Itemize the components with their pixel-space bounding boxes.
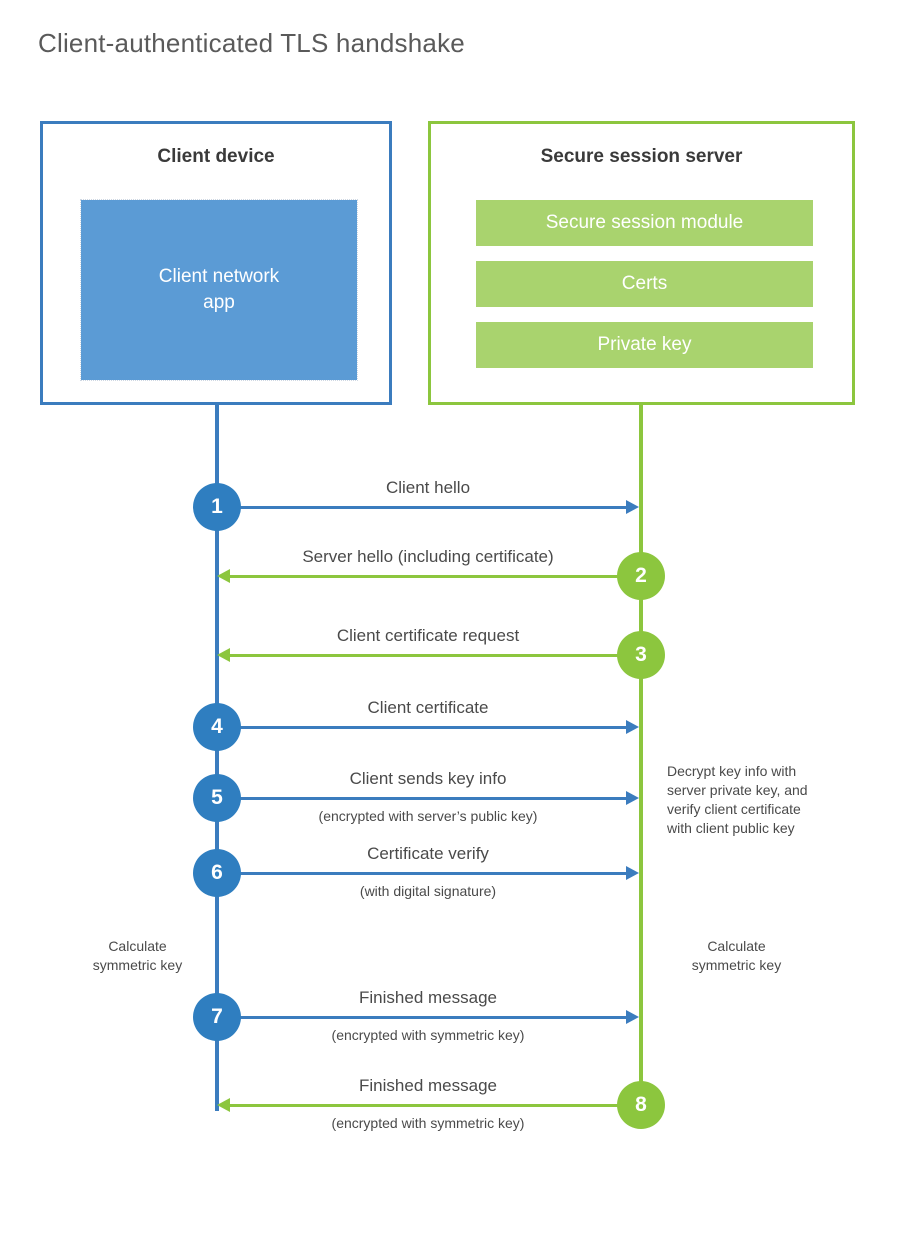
server-note-line-4: with client public key bbox=[667, 819, 795, 836]
server-note-line-2: server private key, and bbox=[667, 781, 808, 798]
page-title: Client-authenticated TLS handshake bbox=[38, 28, 465, 58]
calc-client-line-1: Calculate bbox=[108, 938, 167, 954]
step-label-3: Client certificate request bbox=[336, 626, 520, 645]
step-sublabel-6: (with digital signature) bbox=[359, 883, 497, 899]
secure-session-server-box: Secure session server Secure session mod… bbox=[428, 121, 855, 405]
step-badge-6[interactable]: 6 bbox=[193, 849, 241, 897]
arrow-shaft-step-8 bbox=[230, 1104, 641, 1107]
step-sublabel-7: (encrypted with symmetric key) bbox=[331, 1027, 525, 1043]
arrow-shaft-step-6 bbox=[217, 872, 626, 875]
server-note-line-3: verify client certificate bbox=[667, 800, 801, 817]
arrow-head-step-1 bbox=[626, 500, 639, 514]
step-badge-8[interactable]: 8 bbox=[617, 1081, 665, 1129]
server-component-certs: Certs bbox=[476, 261, 813, 307]
server-calculate-symmetric-key-note: Calculate symmetric key bbox=[669, 937, 804, 975]
step-badge-3[interactable]: 3 bbox=[617, 631, 665, 679]
client-device-box: Client device Client network app bbox=[40, 121, 392, 405]
arrow-shaft-step-3 bbox=[230, 654, 641, 657]
step-label-4: Client certificate bbox=[367, 698, 489, 717]
client-lifeline bbox=[215, 405, 219, 1111]
client-network-app-block: Client network app bbox=[80, 199, 358, 381]
step-badge-7[interactable]: 7 bbox=[193, 993, 241, 1041]
calc-client-line-2: symmetric key bbox=[92, 956, 183, 973]
server-components-list: Secure session module Certs Private key bbox=[476, 200, 813, 368]
arrow-shaft-step-7 bbox=[217, 1016, 626, 1019]
arrow-head-step-3 bbox=[217, 648, 230, 662]
arrow-shaft-step-4 bbox=[217, 726, 626, 729]
arrow-head-step-2 bbox=[217, 569, 230, 583]
step-label-5: Client sends key info bbox=[349, 769, 507, 788]
step-sublabel-8: (encrypted with symmetric key) bbox=[331, 1115, 525, 1131]
client-calculate-symmetric-key-note: Calculate symmetric key bbox=[70, 937, 205, 975]
calc-server-line-2: symmetric key bbox=[691, 956, 782, 973]
step-badge-1[interactable]: 1 bbox=[193, 483, 241, 531]
step-label-1: Client hello bbox=[385, 478, 471, 497]
client-device-title: Client device bbox=[157, 146, 275, 167]
step-label-8: Finished message bbox=[359, 1076, 497, 1095]
arrow-head-step-5 bbox=[626, 791, 639, 805]
arrow-head-step-4 bbox=[626, 720, 639, 734]
step-badge-2[interactable]: 2 bbox=[617, 552, 665, 600]
client-app-label-line1: Client network bbox=[158, 266, 280, 288]
server-note-line-1: Decrypt key info with bbox=[667, 763, 797, 779]
server-component-private-key: Private key bbox=[476, 322, 813, 368]
client-app-label-line2: app bbox=[203, 292, 235, 313]
secure-session-server-title: Secure session server bbox=[540, 146, 743, 167]
arrow-head-step-7 bbox=[626, 1010, 639, 1024]
arrow-shaft-step-2 bbox=[230, 575, 641, 578]
step-badge-5[interactable]: 5 bbox=[193, 774, 241, 822]
server-component-secure-session-module: Secure session module bbox=[476, 200, 813, 246]
step-label-7: Finished message bbox=[359, 988, 497, 1007]
step-badge-4[interactable]: 4 bbox=[193, 703, 241, 751]
step-label-6: Certificate verify bbox=[367, 844, 489, 863]
server-lifeline bbox=[639, 405, 643, 1107]
arrow-shaft-step-1 bbox=[217, 506, 626, 509]
calc-server-line-1: Calculate bbox=[707, 938, 766, 954]
step-sublabel-5: (encrypted with server’s public key) bbox=[318, 808, 538, 824]
step-label-2: Server hello (including certificate) bbox=[302, 547, 554, 566]
server-decrypt-note: Decrypt key info with server private key… bbox=[667, 762, 842, 838]
arrow-shaft-step-5 bbox=[217, 797, 626, 800]
arrow-head-step-8 bbox=[217, 1098, 230, 1112]
arrow-head-step-6 bbox=[626, 866, 639, 880]
